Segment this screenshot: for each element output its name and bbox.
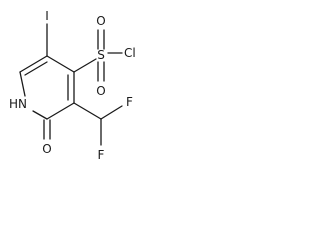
bond-c4-sulfur (73, 58, 97, 73)
chlorine-label: Cl (124, 46, 136, 60)
iodine-label: I (45, 9, 49, 23)
carbonyl-oxygen-label: O (42, 142, 51, 156)
bond-c5-c4 (46, 55, 75, 73)
bond-c3-c2 (46, 102, 75, 120)
sulfur-label: S (97, 48, 105, 62)
fluorine-lower-label: F (98, 148, 105, 162)
sulfonyl-oxygen-upper-label: O (96, 14, 105, 28)
bond-c6-c5 (19, 55, 48, 73)
ring-nitrogen-label: HN (9, 97, 27, 111)
bond-c2-n1 (32, 110, 48, 120)
chemical-structure: I S O O Cl HN O F F (9, 9, 136, 162)
fluorine-upper-label: F (126, 95, 133, 109)
bond-n1-c6 (19, 71, 26, 97)
bond-cf2h-fluorine-upper (100, 105, 123, 120)
sulfonyl-oxygen-lower-label: O (96, 84, 105, 98)
bond-c3-cf2h (73, 102, 102, 120)
pyridinone-ring (19, 55, 75, 120)
bond-c6-c5-double (24, 61, 48, 76)
